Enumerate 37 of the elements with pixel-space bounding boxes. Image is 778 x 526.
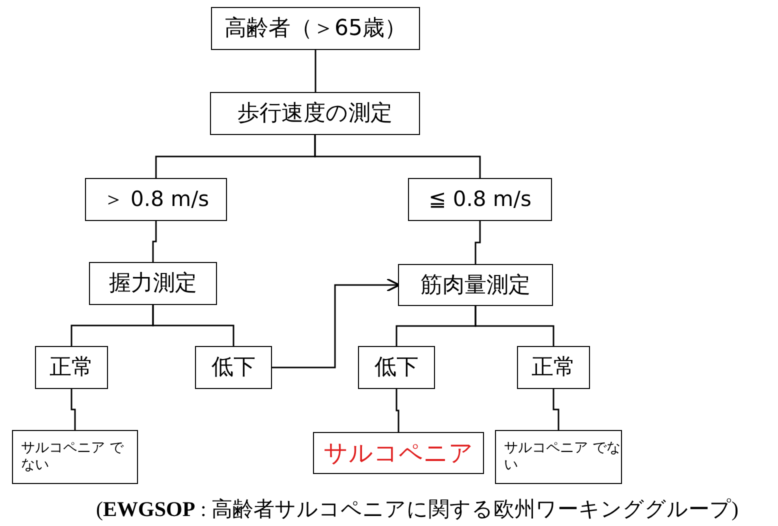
caption: (EWGSOP : 高齢者サルコペニアに関する欧州ワーキンググループ) xyxy=(96,496,739,523)
connector-line xyxy=(314,50,316,92)
connector-line xyxy=(396,389,400,432)
box-label: 正常 xyxy=(532,354,576,382)
process-box xyxy=(85,178,227,221)
box-label: 握力測定 xyxy=(109,270,197,298)
box-label: 高齢者（＞65歳） xyxy=(224,15,406,43)
process-box xyxy=(211,7,420,50)
connector-line xyxy=(474,306,554,346)
connector-line xyxy=(314,135,481,178)
box-label: サルコペニア xyxy=(324,438,474,469)
box-label: 低下 xyxy=(212,354,256,382)
box-label: 筋肉量測定 xyxy=(420,272,530,300)
process-box xyxy=(358,346,435,389)
box-label: サルコペニア でない xyxy=(504,440,621,474)
process-box xyxy=(210,92,420,135)
process-box xyxy=(313,432,484,474)
connector-line xyxy=(70,389,76,430)
process-box xyxy=(195,346,272,389)
box-label: ≦ 0.8 m/s xyxy=(428,186,532,213)
connector-line xyxy=(474,221,481,264)
process-box xyxy=(495,430,622,484)
box-label: 低下 xyxy=(374,354,418,382)
arrow xyxy=(272,278,400,368)
process-box xyxy=(35,346,108,389)
process-box xyxy=(517,346,590,389)
process-box xyxy=(408,178,552,221)
connector-line xyxy=(552,389,560,430)
box-label: 歩行速度の測定 xyxy=(238,100,392,128)
box-label: 正常 xyxy=(50,354,94,382)
process-box xyxy=(398,264,553,306)
process-box xyxy=(89,262,217,305)
connector-line xyxy=(152,221,157,262)
box-label: ＞ 0.8 m/s xyxy=(102,186,210,213)
connector-line xyxy=(152,305,234,346)
process-box xyxy=(12,430,138,484)
box-label: サルコペニア でない xyxy=(21,440,125,474)
